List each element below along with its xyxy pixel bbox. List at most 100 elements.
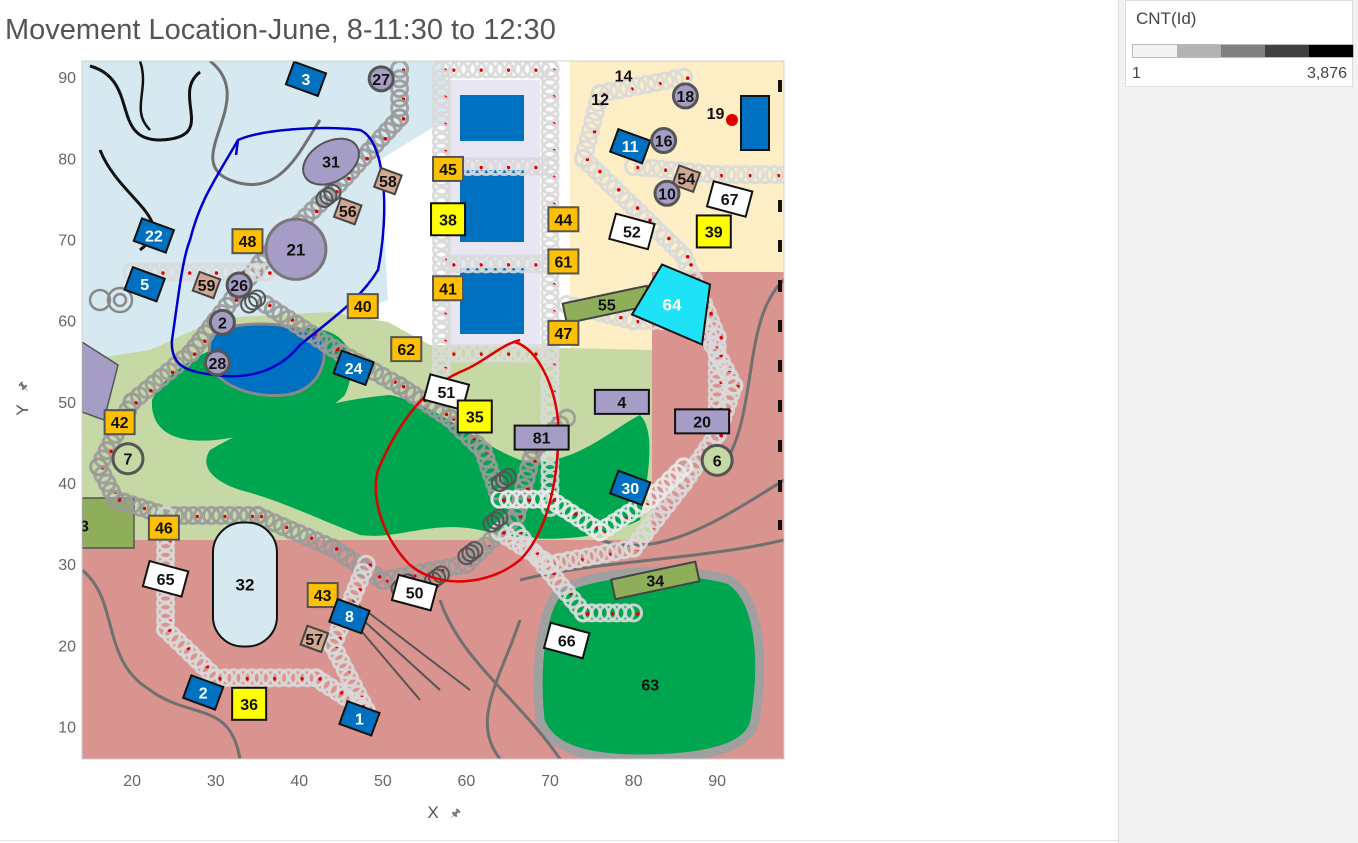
- facility-marker-45[interactable]: 45: [432, 155, 465, 182]
- facility-marker-16[interactable]: 16: [650, 127, 678, 155]
- trail-point: [279, 668, 299, 688]
- trail-point-red: [401, 384, 406, 389]
- facility-marker-7[interactable]: 7: [111, 442, 145, 476]
- facility-label: 41: [439, 281, 457, 298]
- facility-marker-31[interactable]: 31: [295, 129, 367, 194]
- facility-marker-56[interactable]: 56: [332, 196, 363, 226]
- trail-point-red: [635, 165, 640, 170]
- facility-marker-30[interactable]: 30: [608, 469, 652, 507]
- facility-marker-2[interactable]: 2: [208, 308, 236, 336]
- facility-marker-52[interactable]: 52: [607, 212, 656, 251]
- facility-marker-62[interactable]: 62: [390, 336, 423, 363]
- facility-marker-41[interactable]: 41: [432, 275, 465, 302]
- facility-marker-20[interactable]: 20: [674, 408, 731, 435]
- facility-marker-27[interactable]: 27: [367, 65, 395, 93]
- facility-marker-39[interactable]: 39: [695, 214, 732, 249]
- facility-marker-8[interactable]: 8: [328, 597, 371, 635]
- facility-marker-44[interactable]: 44: [547, 206, 580, 233]
- facility-label: 39: [705, 224, 723, 241]
- facility-shape: [211, 521, 278, 648]
- facility-marker-10[interactable]: 10: [653, 179, 681, 207]
- facility-marker-21[interactable]: 21: [264, 217, 328, 281]
- facility-marker-34[interactable]: 34: [609, 560, 701, 601]
- facility-marker-61[interactable]: 61: [547, 248, 580, 275]
- facility-marker-36[interactable]: 36: [231, 686, 268, 721]
- trail-point-red: [268, 271, 272, 275]
- annotation-blue-loop: [170, 126, 386, 378]
- y-tick-label: 50: [58, 395, 76, 412]
- facility-marker-40[interactable]: 40: [346, 293, 379, 320]
- facility-marker-19[interactable]: 19: [707, 106, 725, 123]
- trail-point-red: [598, 169, 602, 174]
- trail-point: [516, 468, 536, 488]
- facility-marker-63[interactable]: 63: [641, 677, 659, 694]
- facility-marker-48[interactable]: 48: [231, 228, 264, 255]
- trail-point: [540, 113, 560, 133]
- facility-shape: [513, 424, 570, 451]
- trail-point: [627, 76, 647, 96]
- facility-marker-43[interactable]: 43: [306, 582, 339, 609]
- facility-marker-42[interactable]: 42: [103, 409, 136, 436]
- trail-point: [522, 254, 542, 274]
- facility-marker-47[interactable]: 47: [547, 319, 580, 346]
- facility-marker-65[interactable]: 65: [141, 559, 190, 598]
- x-tick-label: 80: [625, 773, 643, 790]
- facility-marker-67[interactable]: 67: [705, 180, 754, 218]
- park-main: [206, 395, 650, 539]
- color-legend[interactable]: CNT(Id) 1 3,876: [1125, 0, 1354, 87]
- facility-marker-22[interactable]: 22: [132, 217, 176, 254]
- facility-marker-26[interactable]: 26: [225, 271, 253, 299]
- facility-marker-66[interactable]: 66: [542, 621, 591, 660]
- facility-marker-57[interactable]: 57: [299, 624, 330, 654]
- legend-ramp-step: [1309, 45, 1353, 57]
- facility-marker-50[interactable]: 50: [390, 573, 439, 612]
- facility-marker-12[interactable]: 12: [591, 92, 609, 109]
- map-viewport[interactable]: Movement Location-June, 8-11:30 to 12:30: [0, 0, 1118, 843]
- facility-marker-1[interactable]: 1: [338, 700, 381, 737]
- trail-point: [323, 183, 342, 202]
- facility-shape: [547, 248, 580, 275]
- trail-point: [531, 157, 551, 177]
- facility-marker-32[interactable]: 32: [211, 521, 278, 648]
- facility-marker-4[interactable]: 4: [593, 388, 650, 415]
- x-tick-label: 50: [374, 773, 392, 790]
- facility-shape: [609, 560, 701, 601]
- trail-point: [540, 372, 560, 392]
- facility-marker-24[interactable]: 24: [332, 349, 375, 387]
- movement-trail: [507, 522, 644, 623]
- facility-marker-6[interactable]: 6: [700, 443, 734, 477]
- facility-marker-35[interactable]: 35: [456, 399, 493, 434]
- trail-point: [242, 668, 262, 688]
- facility-marker-5[interactable]: 5: [123, 265, 167, 303]
- facility-marker-3[interactable]: 3: [80, 518, 89, 535]
- trail-point-red: [506, 165, 511, 170]
- facility-marker-64[interactable]: 64: [630, 263, 712, 346]
- trail-point-red: [377, 575, 382, 579]
- facility-marker-59[interactable]: 59: [191, 270, 222, 300]
- facility-marker-81[interactable]: 81: [513, 424, 570, 451]
- facility-marker-46[interactable]: 46: [147, 514, 180, 541]
- facility-marker-14[interactable]: 14: [615, 69, 633, 86]
- facility-marker-11[interactable]: 11: [608, 127, 652, 165]
- trail-point: [513, 157, 533, 177]
- facility-shape: [705, 180, 754, 218]
- facility-marker-58[interactable]: 58: [372, 166, 403, 196]
- map-plot[interactable]: 3271412181991116315845541067563844523922…: [0, 0, 1118, 843]
- facility-shape: [111, 442, 145, 476]
- facility-marker-3[interactable]: 3: [284, 61, 328, 98]
- facility-marker-18[interactable]: 18: [671, 82, 699, 110]
- facility-shape: [367, 65, 395, 93]
- trail-point-red: [527, 498, 531, 503]
- trail-point-red: [451, 263, 456, 267]
- facility-marker-2[interactable]: 2: [181, 674, 225, 711]
- facility-label: 46: [155, 521, 173, 538]
- facility-label: 63: [641, 677, 659, 694]
- facility-marker-54[interactable]: 54: [671, 164, 702, 194]
- trail-point: [724, 376, 744, 396]
- facility-marker-38[interactable]: 38: [430, 202, 467, 237]
- trail-point-red: [309, 536, 314, 540]
- facility-marker-28[interactable]: 28: [203, 349, 231, 377]
- facility-label: 31: [322, 155, 340, 172]
- facility-shape: [547, 206, 580, 233]
- facility-label: 24: [345, 361, 363, 378]
